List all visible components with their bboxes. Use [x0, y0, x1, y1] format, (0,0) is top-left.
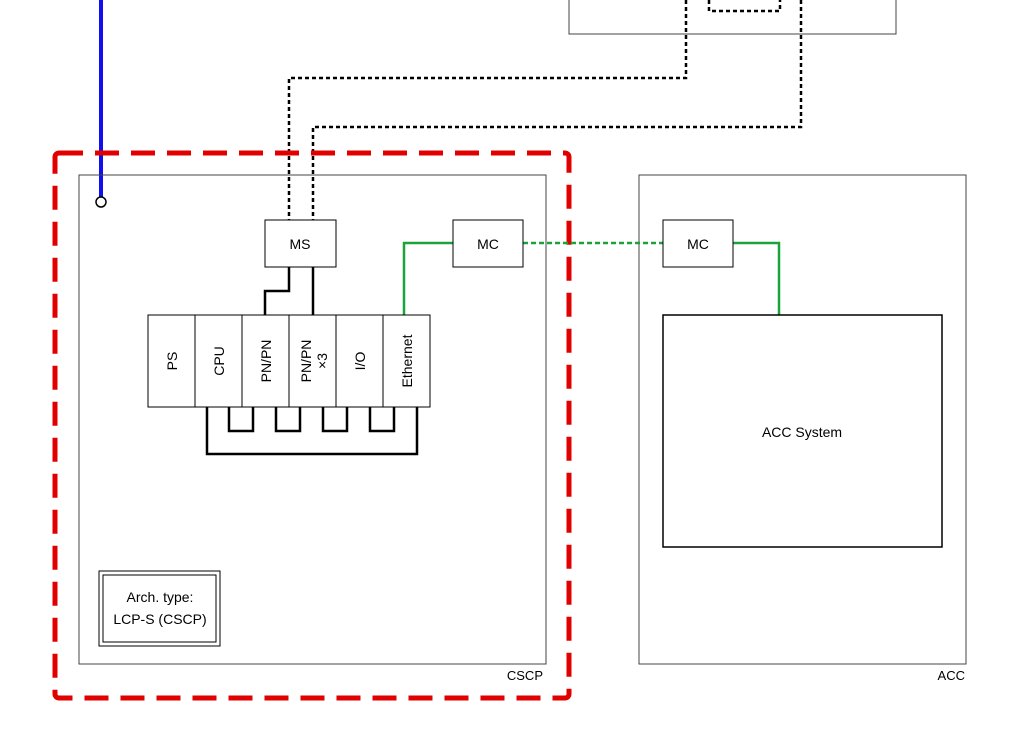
module-label: Ethernet: [399, 334, 415, 387]
arch-type-line1: Arch. type:: [127, 589, 194, 605]
module-cpu: [194, 314, 243, 408]
dotted-links-to-ms: [287, 0, 803, 220]
module-label: PS: [164, 352, 180, 371]
module-label: PN/PN: [258, 340, 274, 383]
mc-left-label: MC: [477, 236, 499, 252]
bus-connectors: [205, 407, 419, 456]
module-label: I/O: [352, 352, 368, 371]
arch-type-line2: LCP-S (CSCP): [113, 611, 206, 627]
top-panel: [568, 0, 897, 35]
ms-module-wiring: [263, 267, 315, 315]
module-rack: PS CPU PN/PN PN/PN ×3 I/O Ethernet: [147, 314, 431, 408]
module-label: CPU: [211, 346, 227, 376]
cscp-boundary: [52, 150, 572, 701]
mc-right-label: MC: [687, 236, 709, 252]
acc-panel-label: ACC: [938, 668, 965, 683]
green-links: [402, 241, 781, 315]
acc-panel: ACC: [638, 174, 967, 683]
module-ps: [147, 314, 196, 408]
module-ethernet: [382, 314, 431, 408]
acc-system-label: ACC System: [762, 424, 842, 440]
module-pnpn-2: [288, 314, 337, 408]
arch-type-box: Arch. type: LCP-S (CSCP): [98, 570, 221, 647]
mc-right-box: MC: [662, 219, 734, 268]
module-sublabel: ×3: [314, 353, 330, 369]
module-pnpn-1: [241, 314, 290, 408]
module-io: [335, 314, 384, 408]
mc-left-box: MC: [452, 219, 524, 268]
module-label: PN/PN: [298, 340, 314, 383]
ms-label: MS: [290, 236, 311, 252]
blue-signal-line: [95, 0, 107, 208]
cscp-panel: CSCP: [78, 174, 547, 683]
cscp-panel-label: CSCP: [507, 668, 543, 683]
ms-box: MS: [264, 219, 337, 268]
acc-system-box: ACC System: [662, 314, 943, 548]
